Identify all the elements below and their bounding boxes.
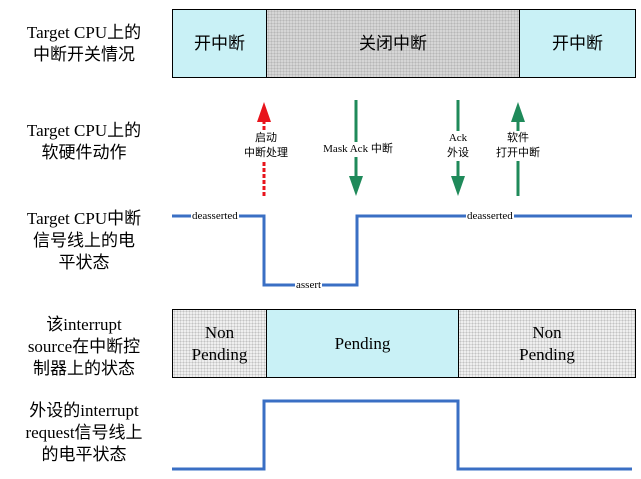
- ack-device-label: Ack 外设: [436, 131, 480, 161]
- row-label-cpu-irq-line: Target CPU中断 信号线上的电 平状态: [26, 209, 142, 272]
- device-irq-signal-line: [172, 399, 632, 471]
- row-label-source-state: 该interrupt source在中断控 制器上的状态: [27, 315, 141, 378]
- cpu-irq-signal-line: [172, 214, 632, 287]
- cpu-deasserted-label-1: deasserted: [191, 210, 239, 222]
- sw-enable-label: 软件 打开中断: [486, 131, 550, 161]
- enable-open-segment-2: 开中断: [519, 9, 636, 78]
- row-label-device-line: 外设的interrupt request信号线上 的电平状态: [25, 401, 143, 464]
- source-pending-segment: Pending: [266, 309, 459, 378]
- mask-ack-label: Mask Ack 中断: [312, 142, 404, 157]
- row-label-enable-state: Target CPU上的 中断开关情况: [26, 23, 142, 64]
- source-non-pending-segment-1: Non Pending: [172, 309, 267, 378]
- row-label-cpu-actions: Target CPU上的 软硬件动作: [26, 121, 142, 162]
- start-isr-label: 启动 中断处理: [230, 131, 302, 161]
- enable-closed-segment: 关闭中断: [266, 9, 520, 78]
- cpu-assert-label: assert: [295, 279, 323, 291]
- source-non-pending-segment-2: Non Pending: [458, 309, 636, 378]
- mask-ack-arrow-icon: [349, 100, 363, 196]
- cpu-deasserted-label-2: deasserted: [466, 210, 514, 222]
